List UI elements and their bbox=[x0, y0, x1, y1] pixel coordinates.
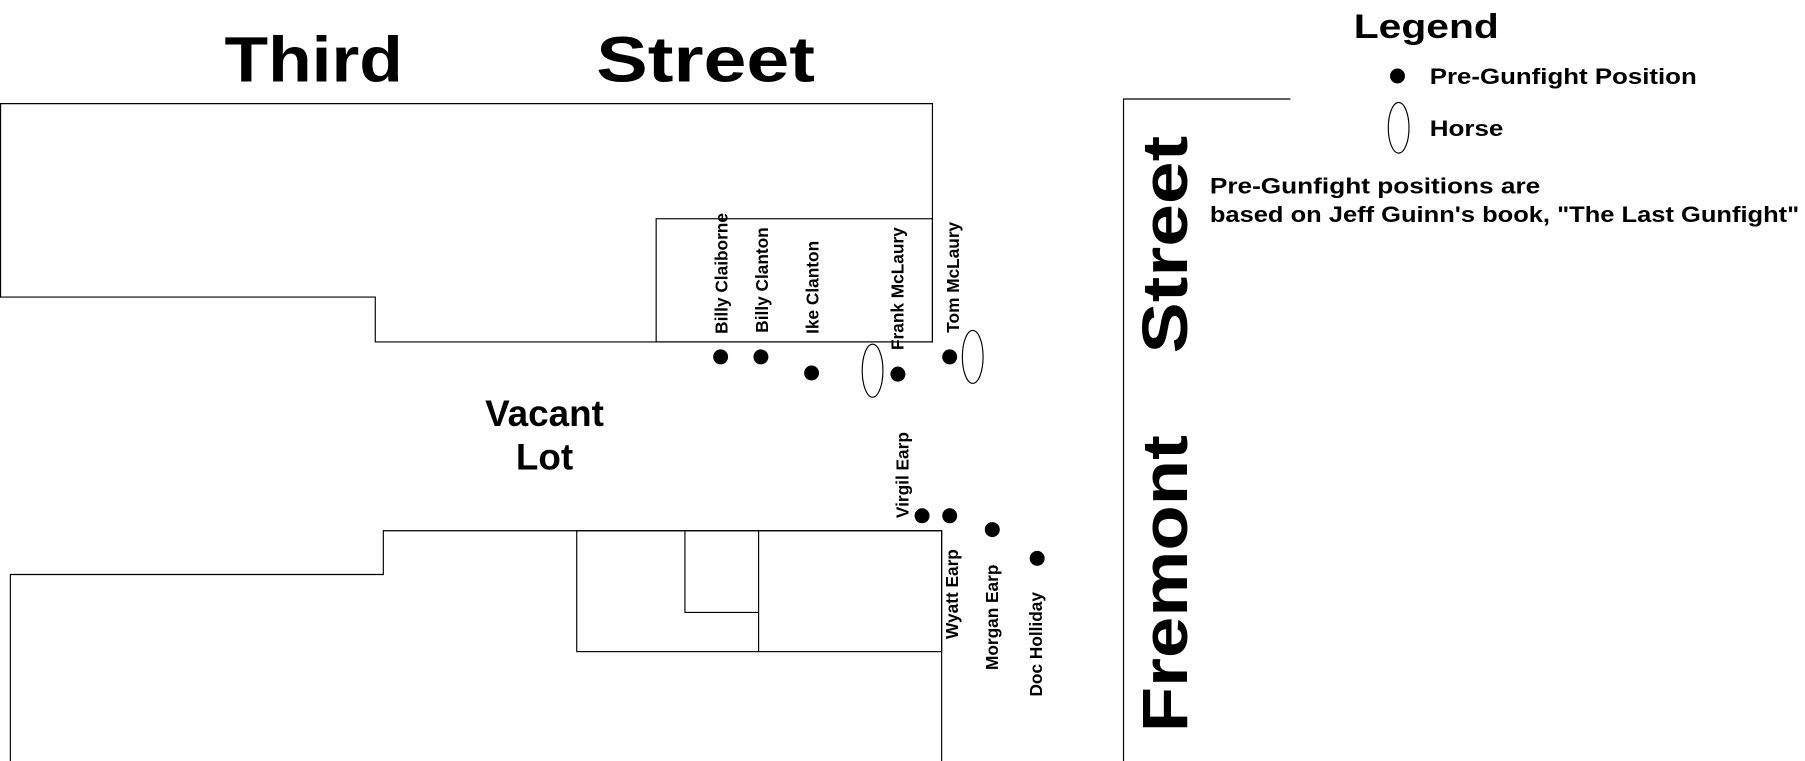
position-dot-virgil-earp bbox=[914, 508, 930, 524]
person-label: Wyatt Earp bbox=[942, 549, 962, 639]
north-buildings bbox=[0, 103, 934, 343]
person-label: Billy Claiborne bbox=[712, 213, 732, 334]
person-label: Ike Clanton bbox=[802, 241, 822, 334]
fremont-street-label-fremont: Fremont bbox=[1129, 435, 1201, 732]
legend-title: Legend bbox=[1354, 8, 1499, 46]
position-dot-billy-claiborne bbox=[713, 349, 729, 365]
fremont-street-label-street: Street bbox=[1129, 136, 1201, 354]
position-dot-morgan-earp bbox=[984, 522, 1000, 538]
fremont-street-edge bbox=[1122, 98, 1291, 761]
horse-icon bbox=[861, 343, 884, 398]
position-dot-billy-clanton bbox=[753, 349, 769, 365]
legend-horse-label: Horse bbox=[1430, 116, 1504, 141]
legend-note-line2: based on Jeff Guinn's book, "The Last Gu… bbox=[1210, 202, 1799, 227]
position-dot-tom-mclaury bbox=[942, 349, 958, 365]
position-dot-ike-clanton bbox=[804, 365, 820, 381]
legend-position-label: Pre-Gunfight Position bbox=[1430, 64, 1697, 89]
position-dot-frank-mclaury bbox=[890, 366, 906, 382]
third-street-label-third: Third bbox=[224, 24, 402, 96]
person-label: Morgan Earp bbox=[982, 565, 1002, 670]
position-dot-doc-holliday bbox=[1029, 550, 1045, 566]
position-dot-icon bbox=[1390, 68, 1405, 84]
person-label: Billy Clanton bbox=[752, 227, 772, 332]
legend-note-line1: Pre-Gunfight positions are bbox=[1210, 173, 1540, 198]
vacant-lot-label-line1: Vacant bbox=[485, 393, 604, 434]
person-label: Doc Holliday bbox=[1026, 592, 1046, 697]
position-dots bbox=[713, 349, 1045, 566]
horse-icon bbox=[961, 329, 984, 384]
vacant-lot-label-line2: Lot bbox=[516, 437, 573, 478]
person-label: Virgil Earp bbox=[892, 432, 912, 518]
person-label: Tom McLaury bbox=[943, 221, 963, 332]
position-dot-wyatt-earp bbox=[942, 508, 958, 524]
third-street-label-street: Street bbox=[596, 24, 815, 96]
legend: Legend Pre-Gunfight Position Horse Pre-G… bbox=[1210, 8, 1799, 227]
person-label: Frank McLaury bbox=[888, 227, 908, 350]
horse-icon bbox=[1387, 101, 1410, 154]
south-buildings bbox=[9, 530, 943, 761]
